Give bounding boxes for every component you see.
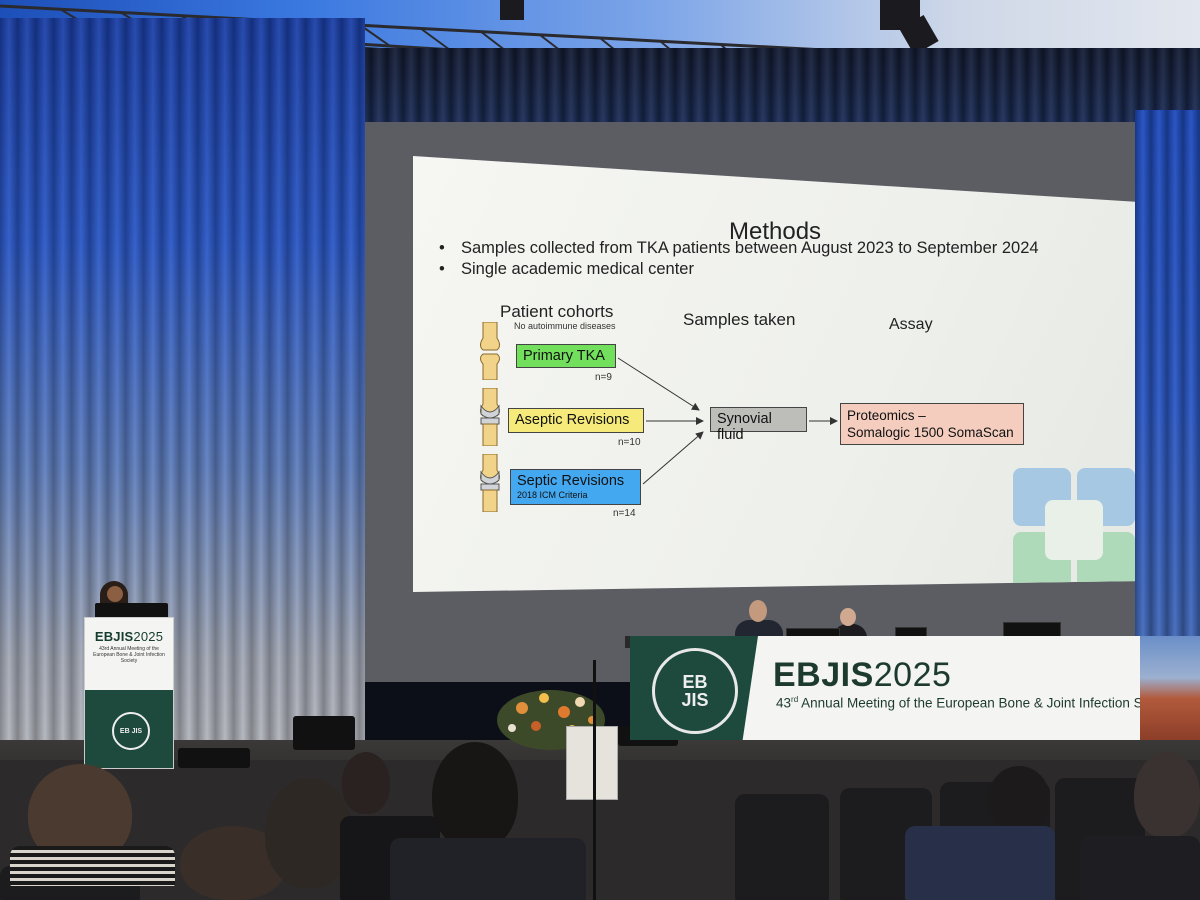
- audience-member-shirt: [10, 846, 175, 886]
- audience-member-body: [1080, 836, 1200, 900]
- right-curtain: [1135, 110, 1200, 710]
- presenter-face: [107, 586, 123, 602]
- knee-implant-icon: [480, 388, 500, 446]
- podium-laptop: [95, 603, 168, 619]
- cohort-n-label: n=14: [613, 508, 636, 519]
- knee-joint-icon: [480, 322, 500, 380]
- audience-member-head: [988, 766, 1050, 832]
- audience-member-head: [432, 742, 518, 850]
- panelist-face: [840, 608, 856, 626]
- audience-member-head: [342, 752, 390, 814]
- sample-box-synovial-fluid: Synovial fluid: [710, 407, 807, 443]
- flow-arrows: [617, 357, 838, 485]
- assay-box-proteomics: Proteomics – Somalogic 1500 SomaScan: [840, 403, 1024, 445]
- podium-tagline: 43rd Annual Meeting of the European Bone…: [93, 646, 165, 664]
- stage-monitor-speaker: [293, 716, 355, 750]
- banner-city-photo: [1140, 636, 1200, 740]
- cohort-n-label: n=10: [618, 437, 641, 448]
- audience-member-head: [265, 778, 353, 888]
- cohort-box-aseptic-revisions: Aseptic Revisions: [508, 408, 644, 433]
- slide-bullets: •Samples collected from TKA patients bet…: [439, 238, 1039, 280]
- podium-seal-logo: EB JIS: [112, 712, 150, 750]
- stage-monitor-speaker: [178, 748, 250, 768]
- audience-member-body: [390, 838, 586, 900]
- header-patient-cohorts-note: No autoimmune diseases: [514, 321, 616, 331]
- slide-title: Methods: [729, 218, 822, 245]
- cohort-box-primary-tka: Primary TKA: [516, 344, 616, 368]
- banner-title: EBJIS2025: [773, 656, 952, 694]
- header-samples-taken: Samples taken: [683, 310, 796, 329]
- institution-logo-tiles: [1013, 468, 1135, 592]
- knee-implant-icon: [480, 454, 500, 512]
- bullet-item: •Single academic medical center: [439, 260, 694, 278]
- podium-brand: EBJIS2025: [94, 629, 164, 644]
- microphone-stand: [593, 660, 596, 900]
- projected-slide: Methods •Samples collected from TKA pati…: [413, 156, 1135, 592]
- audience-member-body: [905, 826, 1055, 900]
- banner-subtitle: 43rd Annual Meeting of the European Bone…: [776, 695, 1178, 711]
- audience-member-head: [1134, 752, 1200, 838]
- header-patient-cohorts: Patient cohorts: [500, 302, 614, 321]
- header-assay: Assay: [889, 316, 933, 333]
- left-curtain: [0, 18, 365, 768]
- cohort-n-label: n=9: [595, 372, 612, 383]
- bullet-item: •Samples collected from TKA patients bet…: [439, 239, 1039, 257]
- cohort-box-septic-revisions: Septic Revisions 2018 ICM Criteria: [510, 469, 641, 505]
- podium: EBJIS2025 43rd Annual Meeting of the Eur…: [84, 617, 174, 769]
- audience-seat: [735, 794, 829, 900]
- lectern-sign: [566, 726, 618, 800]
- panelist-face: [749, 600, 767, 622]
